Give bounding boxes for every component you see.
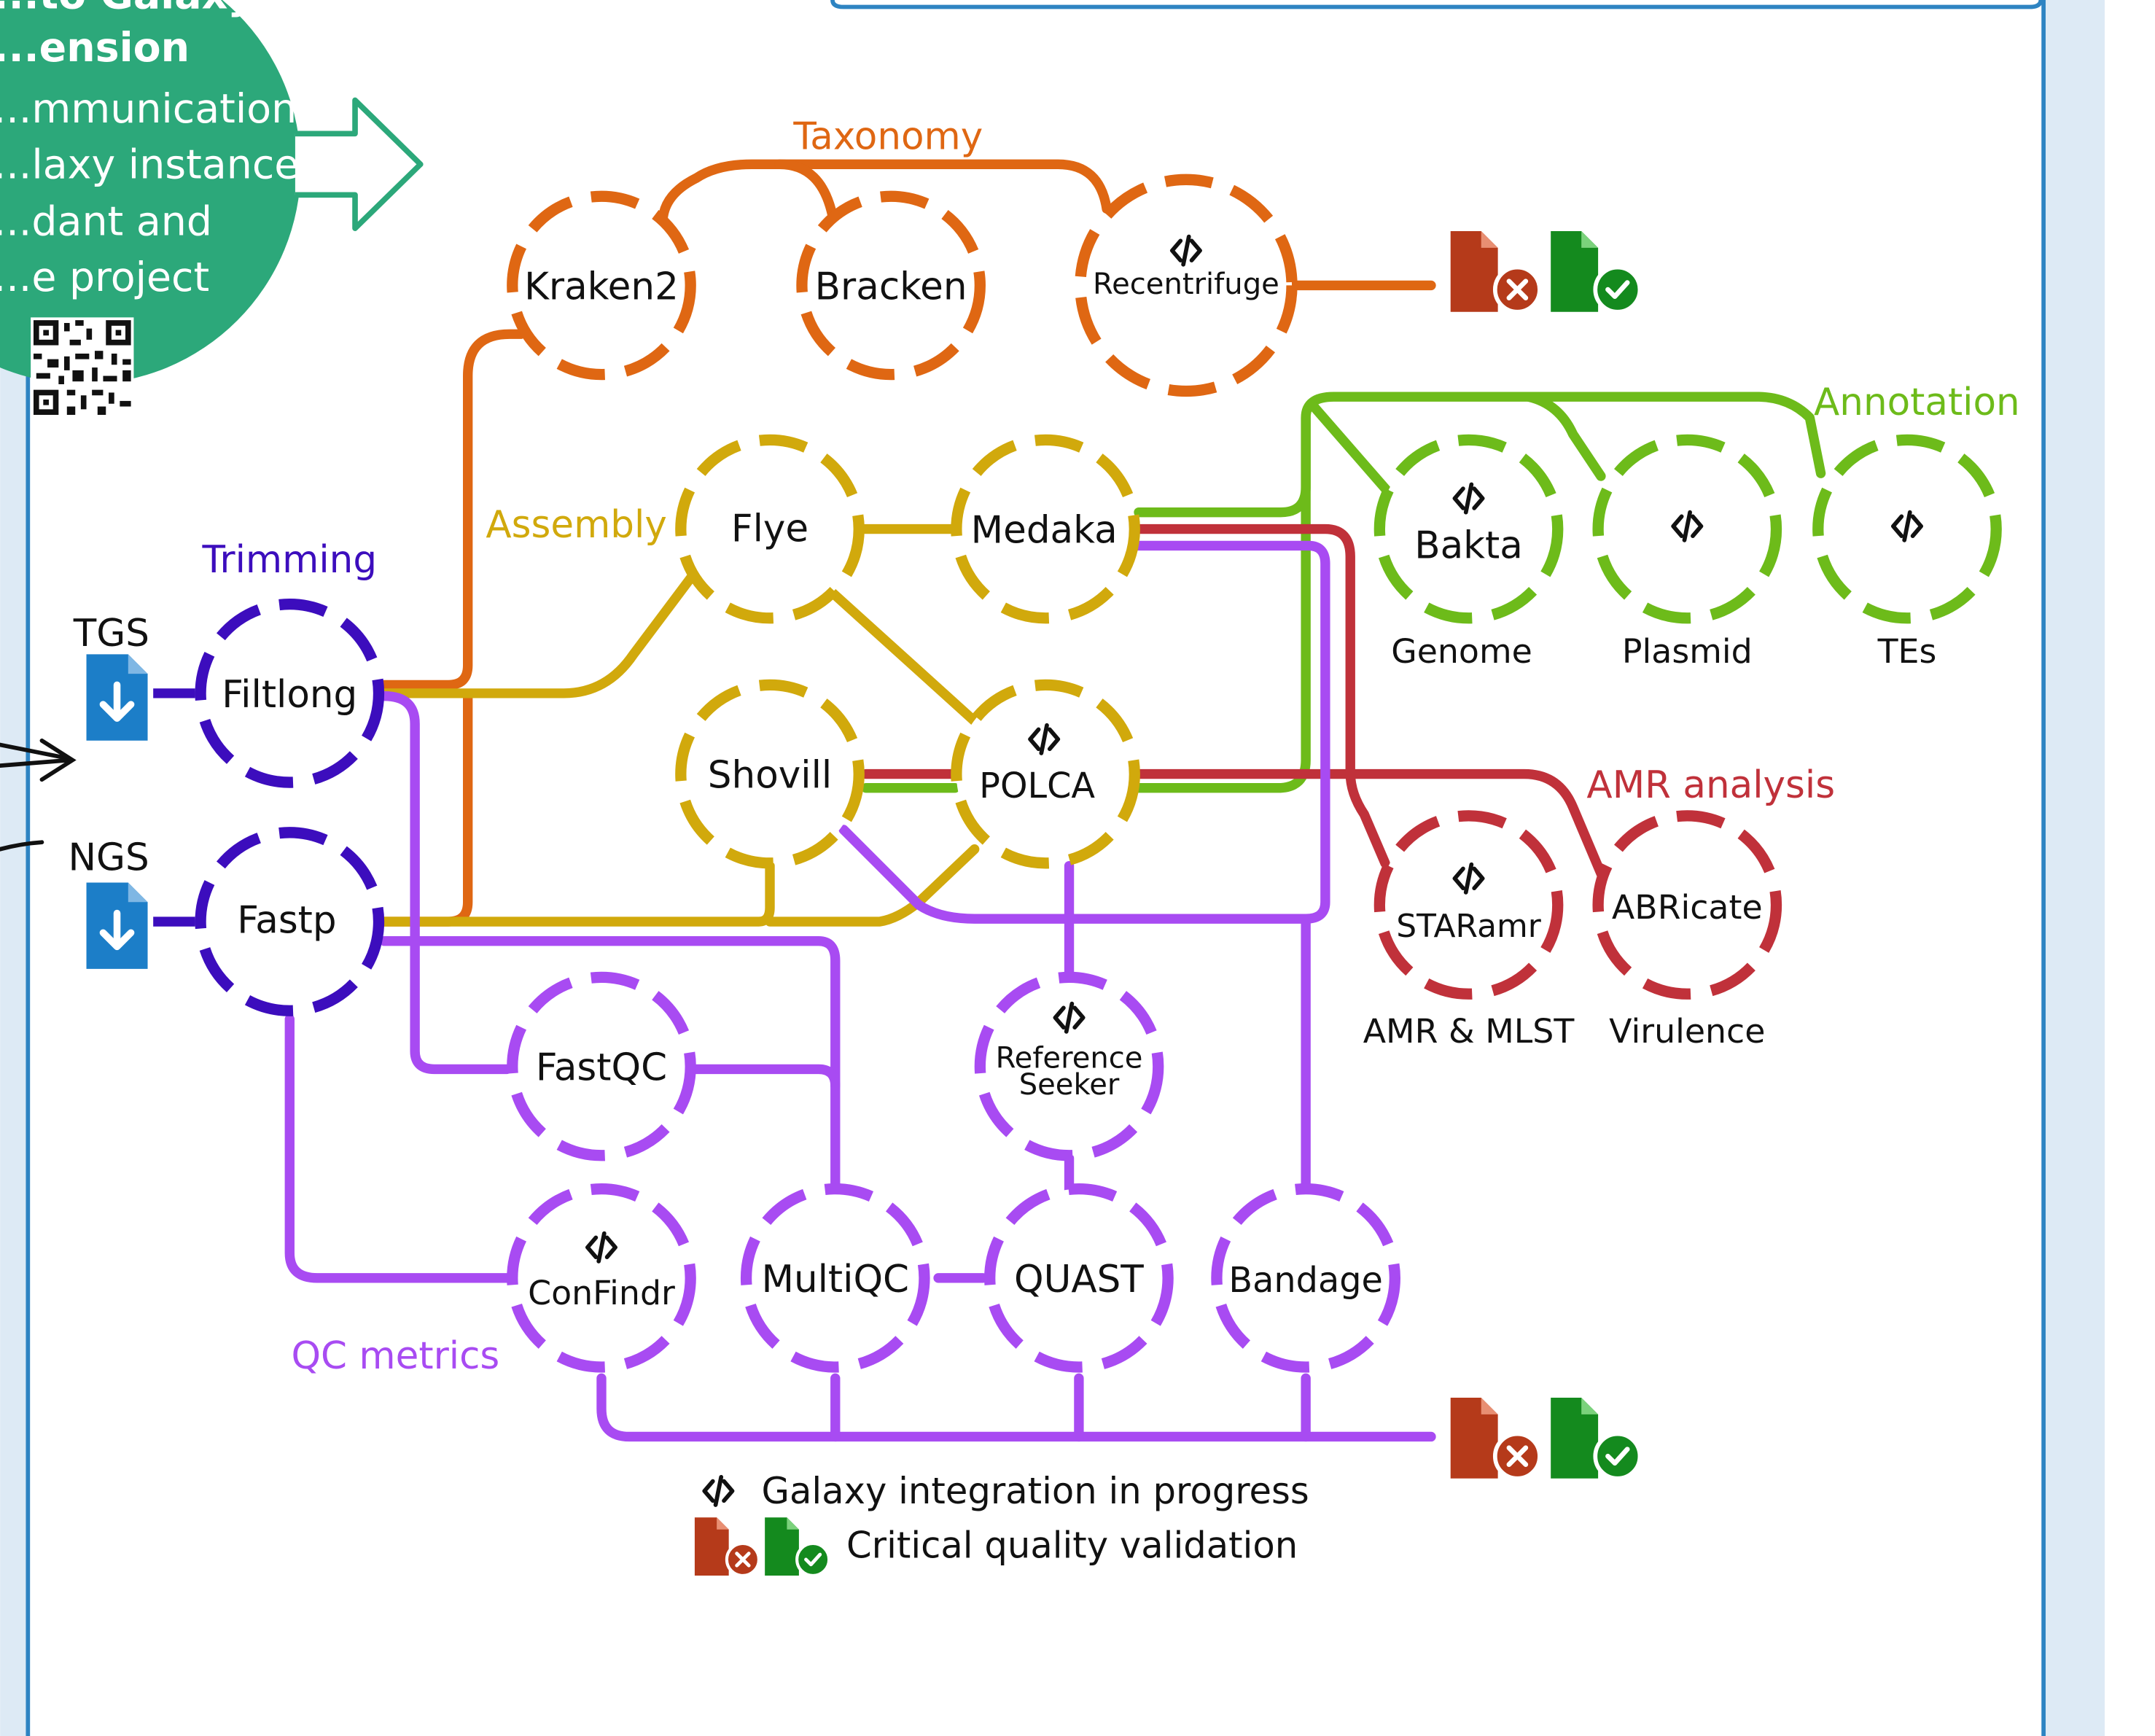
node-flye [675, 434, 865, 624]
ngs-label: NGS [68, 836, 149, 879]
tool-label-abricate: ABRicate [1612, 887, 1763, 927]
callout-line-1: ...to Galaxy [0, 0, 254, 18]
legend-galaxy-integration: Galaxy integration in progress [762, 1470, 1309, 1512]
tgs-label: TGS [73, 612, 149, 655]
node-fastqc [507, 971, 696, 1161]
legend: Galaxy integration in progress Critical … [695, 1470, 1309, 1576]
tool-label-fastqc: FastQC [536, 1046, 667, 1090]
node-kraken2 [507, 190, 696, 381]
legend-quality-validation: Critical quality validation [846, 1525, 1298, 1567]
node-reference-seeker [974, 971, 1164, 1161]
node-confindr [507, 1183, 696, 1373]
node-bakta [1373, 434, 1564, 624]
tool-label-fastp: Fastp [237, 898, 336, 942]
tool-label-confindr: ConFindr [528, 1273, 675, 1312]
node-filtlong [195, 599, 385, 788]
tool-label-bracken: Bracken [815, 265, 967, 309]
trimming-connectors [153, 688, 195, 927]
callout-line-4: ...laxy instance [0, 141, 299, 188]
callout-line-2: ...ension [0, 25, 190, 71]
top-box [830, 0, 2043, 9]
tool-label-multiqc: MultiQC [761, 1258, 909, 1301]
qr-code [31, 317, 134, 418]
tool-label-polca: POLCA [979, 766, 1095, 806]
sublabel-virulence: Virulence [1609, 1011, 1765, 1051]
tool-label-flye: Flye [731, 507, 808, 551]
node-bandage [1211, 1183, 1400, 1373]
tool-label-recentrifuge: Recentrifuge [1093, 268, 1279, 301]
group-label-trimming: Trimming [202, 538, 378, 582]
amr-connectors [861, 523, 1609, 885]
node-fastp [195, 827, 385, 1016]
node-quast [984, 1183, 1174, 1373]
callout-line-6: ...e project [0, 254, 209, 301]
node-polca [951, 679, 1140, 869]
tool-label-staramr: STARamr [1396, 908, 1542, 945]
node-bracken [796, 190, 986, 381]
group-label-assembly: Assembly [486, 503, 666, 547]
group-label-amr: AMR analysis [1586, 763, 1835, 807]
sublabel-genome: Genome [1391, 631, 1532, 671]
callout-line-3: ...mmunication [0, 86, 297, 133]
tool-label-filtlong: Filtlong [222, 673, 357, 717]
qc-connectors [284, 540, 1436, 1442]
node-shovill [675, 679, 865, 869]
arrow-right-icon [295, 97, 424, 231]
sublabel-plasmid: Plasmid [1622, 631, 1753, 671]
annotation-connectors [861, 392, 1826, 793]
tool-label-kraken2: Kraken2 [524, 265, 679, 309]
ngs-download-file-icon [87, 883, 148, 969]
tool-label-medaka: Medaka [971, 509, 1118, 553]
node-staramr [1373, 810, 1564, 1000]
group-label-taxonomy: Taxonomy [792, 114, 983, 158]
tgs-download-file-icon [87, 654, 148, 740]
node-recentrifuge [1075, 174, 1298, 397]
callout-line-5: ...dant and [0, 199, 212, 246]
node-medaka [951, 434, 1140, 624]
tool-label-bakta: Bakta [1414, 524, 1523, 568]
group-label-annotation: Annotation [1814, 381, 2020, 424]
tool-label-quast: QUAST [1014, 1258, 1144, 1301]
group-label-qc: QC metrics [291, 1334, 499, 1378]
tool-label-bandage: Bandage [1228, 1261, 1382, 1301]
node-abricate [1592, 810, 1782, 1000]
node-multiqc [740, 1183, 930, 1373]
sublabel-amr-mlst: AMR & MLST [1363, 1011, 1575, 1051]
sublabel-tes: TEs [1877, 631, 1937, 671]
tool-label-seeker: Seeker [1019, 1068, 1120, 1102]
tool-label-reference: Reference [996, 1041, 1143, 1075]
galaxy-callout: ...to Galaxy ...ension ...mmunication ..… [0, 0, 424, 418]
tool-label-shovill: Shovill [708, 754, 832, 798]
input-arrows [0, 738, 77, 852]
right-margin [2043, 0, 2105, 1736]
